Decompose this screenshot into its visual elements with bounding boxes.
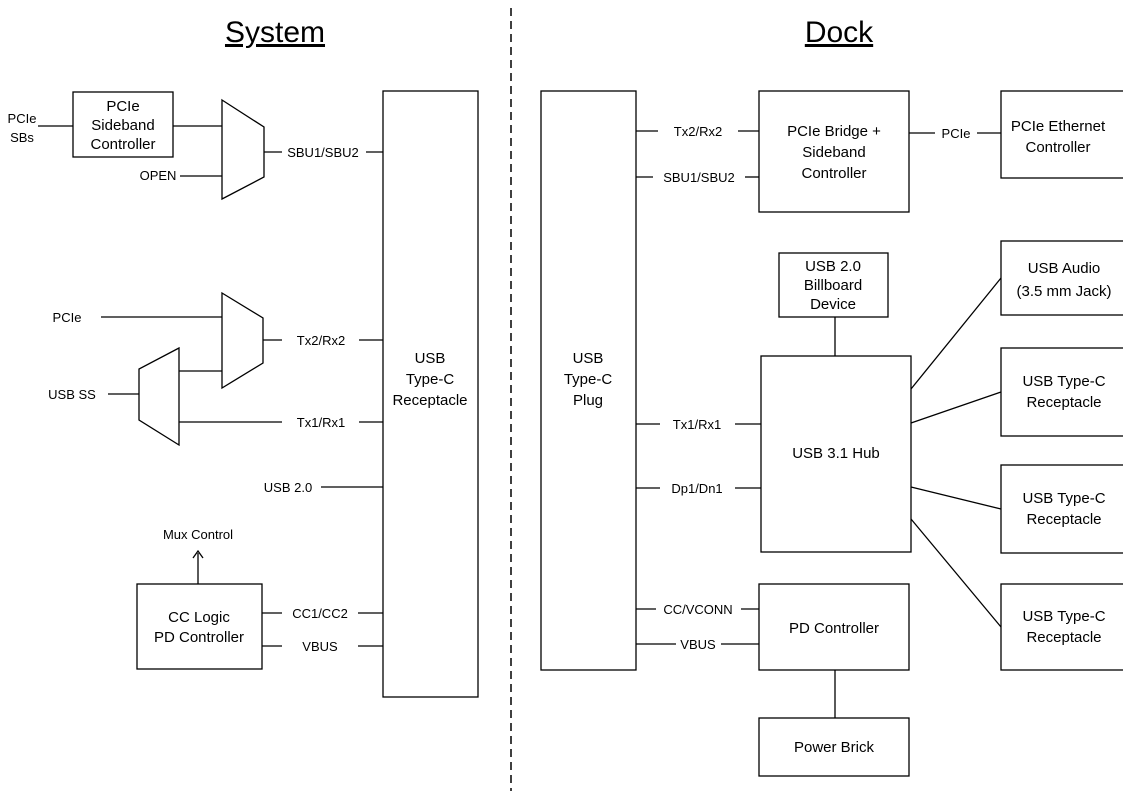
sideband-controller-label-2: Sideband	[91, 117, 154, 134]
ethernet-label-2: Controller	[1025, 139, 1090, 156]
power-brick-box	[758, 717, 910, 777]
hub-to-receptacle-2-wire	[910, 486, 1002, 510]
system-title: System	[225, 16, 325, 49]
sideband-controller-label-3: Controller	[90, 136, 155, 153]
dock-sbu-label: SBU1/SBU2	[663, 170, 735, 185]
dock-receptacle-1-label-1: USB Type-C	[1022, 373, 1105, 390]
usb-audio-box	[1000, 240, 1123, 316]
sys-receptacle-label-1: USB	[415, 350, 446, 367]
cc-logic-pd-controller-box	[136, 583, 263, 670]
ethernet-label-1: PCIe Ethernet	[1011, 118, 1106, 135]
dock-receptacle-box-1	[1000, 347, 1123, 437]
sbu-mux	[221, 98, 265, 201]
hub-label: USB 3.1 Hub	[792, 445, 880, 462]
pd-controller-box	[758, 583, 910, 671]
hub-to-receptacle-1-wire	[910, 391, 1002, 424]
dock-receptacle-box-3	[1000, 583, 1123, 671]
mux-control-arrowhead	[192, 549, 204, 559]
sys-receptacle-label-2: Type-C	[406, 371, 455, 388]
dock-receptacle-2-label-2: Receptacle	[1026, 511, 1101, 528]
sys-receptacle-label-3: Receptacle	[392, 392, 467, 409]
sys-sbu-label: SBU1/SBU2	[287, 145, 359, 160]
dock-receptacle-3-label-1: USB Type-C	[1022, 608, 1105, 625]
pcie-sbs-label-2: SBs	[10, 130, 34, 145]
dock-plug-label-3: Plug	[573, 392, 603, 409]
dock-title: Dock	[805, 16, 874, 49]
dock-tx1rx1-label: Tx1/Rx1	[673, 417, 721, 432]
sys-vbus-label: VBUS	[302, 639, 338, 654]
hub-to-receptacle-3-wire	[910, 518, 1002, 628]
sideband-controller-label-1: PCIe	[106, 98, 139, 115]
billboard-label-2: Billboard	[804, 277, 862, 294]
cc-logic-label-2: PD Controller	[154, 629, 244, 646]
dock-receptacle-1-label-2: Receptacle	[1026, 394, 1101, 411]
open-label: OPEN	[140, 168, 177, 183]
audio-label-2: (3.5 mm Jack)	[1016, 283, 1111, 300]
pcie-sbs-label: PCIe	[8, 111, 37, 126]
usb-hub-box	[760, 355, 912, 553]
dock-plug-label-1: USB	[573, 350, 604, 367]
bridge-label-1: PCIe Bridge +	[787, 123, 881, 140]
cc-logic-label-1: CC Logic	[168, 609, 230, 626]
system-usb-receptacle-box	[382, 90, 479, 698]
bridge-label-3: Controller	[801, 165, 866, 182]
pcie-bridge-box	[758, 90, 910, 213]
sys-usb20-label: USB 2.0	[264, 480, 312, 495]
hub-to-audio-wire	[910, 277, 1002, 390]
usb-ss-label: USB SS	[48, 387, 96, 402]
dock-receptacle-2-label-1: USB Type-C	[1022, 490, 1105, 507]
bridge-label-2: Sideband	[802, 144, 865, 161]
pcie-sideband-controller-box	[72, 91, 174, 158]
mux-control-label: Mux Control	[163, 527, 233, 542]
pd-controller-label: PD Controller	[789, 620, 879, 637]
dock-pcie-label: PCIe	[942, 126, 971, 141]
dock-usb-plug-box	[540, 90, 637, 671]
dock-receptacle-box-2	[1000, 464, 1123, 554]
dock-plug-label-2: Type-C	[564, 371, 613, 388]
billboard-label-3: Device	[810, 296, 856, 313]
pcie-ethernet-controller-box	[1000, 90, 1123, 179]
audio-label-1: USB Audio	[1028, 260, 1101, 277]
sys-pcie-label: PCIe	[53, 310, 82, 325]
dock-dp1dn1-label: Dp1/Dn1	[671, 481, 722, 496]
dock-ccvconn-label: CC/VCONN	[663, 602, 732, 617]
sys-cc1cc2-label: CC1/CC2	[292, 606, 348, 621]
tx2-mux	[221, 291, 264, 390]
sys-tx2rx2-label: Tx2/Rx2	[297, 333, 345, 348]
dock-receptacle-3-label-2: Receptacle	[1026, 629, 1101, 646]
sys-tx1rx1-label: Tx1/Rx1	[297, 415, 345, 430]
billboard-device-box	[778, 252, 889, 318]
dock-vbus-label: VBUS	[680, 637, 716, 652]
usb-ss-mux	[138, 346, 180, 447]
power-brick-label: Power Brick	[794, 739, 875, 756]
billboard-label-1: USB 2.0	[805, 258, 861, 275]
dock-tx2rx2-label: Tx2/Rx2	[674, 124, 722, 139]
